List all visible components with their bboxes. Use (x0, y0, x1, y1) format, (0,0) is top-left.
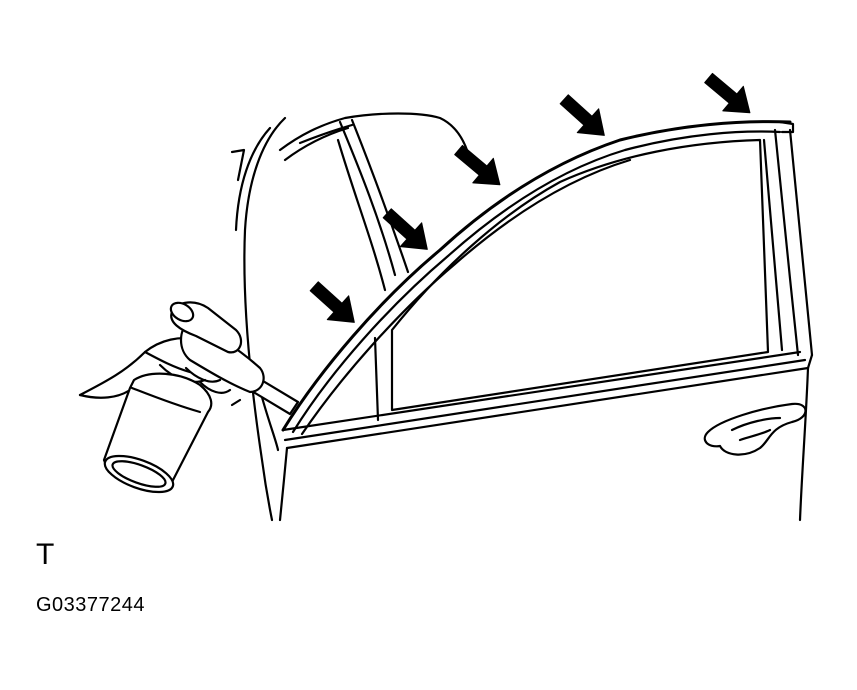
arrow-upper-pillar (382, 208, 428, 250)
arrow-front-roof (454, 144, 501, 186)
spray-gun-with-hand (78, 301, 300, 494)
car-body-outline (230, 112, 472, 522)
view-letter: T (36, 538, 55, 571)
door-frame (278, 120, 814, 522)
arrow-rear-roof (704, 72, 751, 114)
door-handle (703, 402, 807, 456)
arrow-mid-roof (559, 94, 605, 136)
figure-id: G03377244 (36, 594, 146, 616)
arrow-lower-pillar (309, 281, 355, 323)
